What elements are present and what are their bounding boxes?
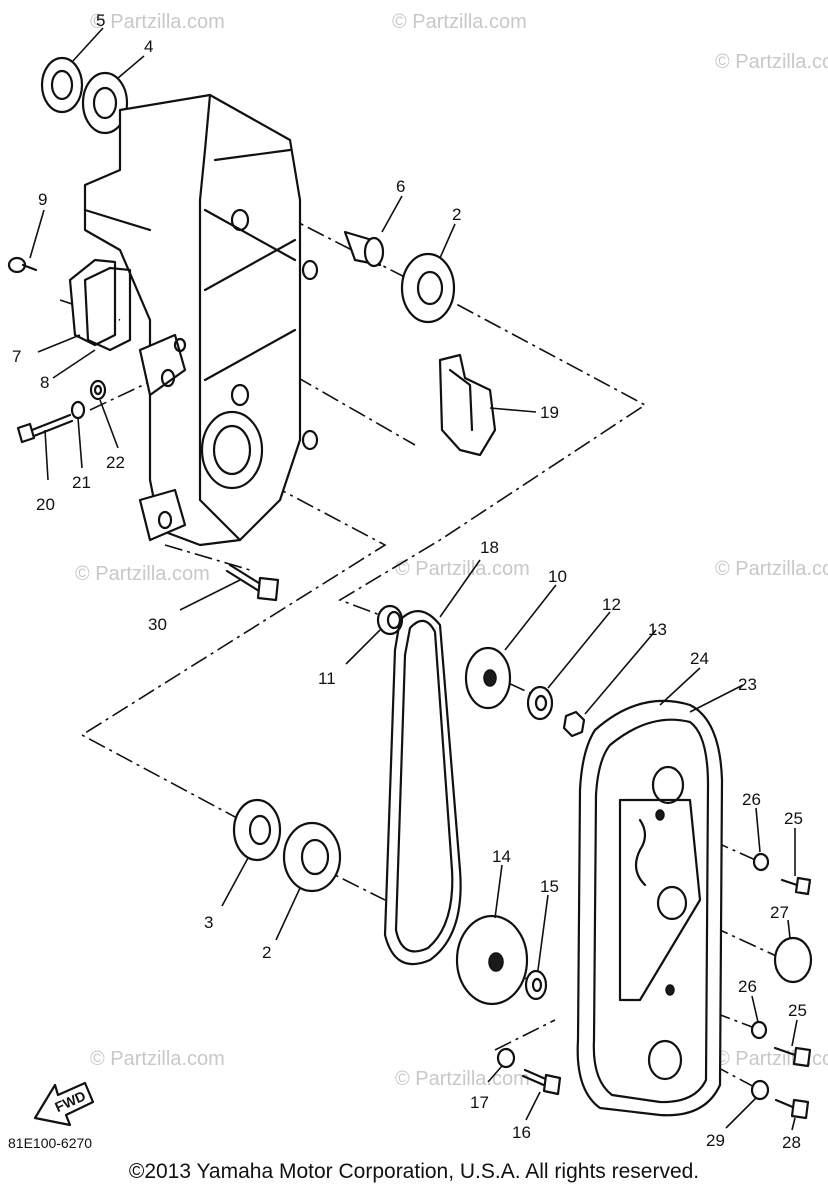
bolt-28 (774, 1098, 810, 1120)
callout-4: 4 (144, 37, 153, 56)
washer-29 (750, 1079, 770, 1101)
callout-12: 12 (602, 595, 621, 614)
callout-29: 29 (706, 1131, 725, 1150)
callout-20: 20 (36, 495, 55, 514)
callout-10: 10 (548, 567, 567, 586)
callout-21: 21 (72, 473, 91, 492)
chain-case-housing (83, 93, 319, 547)
callout-22: 22 (106, 453, 125, 472)
callout-26-bottom: 26 (738, 977, 757, 996)
callout-23: 23 (738, 675, 757, 694)
callout-28: 28 (782, 1133, 801, 1152)
bolt-20 (16, 413, 74, 444)
callout-2-bottom: 2 (262, 943, 271, 962)
cap-27 (773, 936, 813, 984)
sprocket-14 (455, 914, 529, 1006)
callout-3: 3 (204, 913, 213, 932)
callout-27: 27 (770, 903, 789, 922)
bearing-2-top (400, 252, 456, 324)
bolt-16 (521, 1068, 562, 1096)
callout-17: 17 (470, 1093, 489, 1112)
callout-11: 11 (318, 669, 336, 688)
nut-13 (562, 710, 586, 738)
bearing-2-bottom (282, 821, 342, 893)
callout-6: 6 (396, 177, 405, 196)
callout-25-bottom: 25 (788, 1001, 807, 1020)
bolt-25-bottom (773, 1046, 812, 1068)
watermark: © Partzilla.com (395, 558, 530, 580)
collar-6 (343, 230, 385, 268)
copyright-notice: ©2013 Yamaha Motor Corporation, U.S.A. A… (128, 1160, 700, 1183)
callout-25-top: 25 (784, 809, 803, 828)
callout-30: 30 (148, 615, 167, 634)
callout-15: 15 (540, 877, 559, 896)
bearing-5 (40, 56, 84, 114)
watermark: © Partzilla.com (392, 11, 527, 33)
callout-24: 24 (690, 649, 709, 668)
washer-15 (524, 969, 548, 1001)
callout-19: 19 (540, 403, 559, 422)
callout-9: 9 (38, 190, 47, 209)
pad-7-8 (68, 258, 132, 352)
bearing-3 (232, 798, 282, 862)
bolt-25-top (780, 876, 812, 896)
bolt-30 (225, 563, 280, 602)
washer-12 (526, 685, 554, 721)
bearing-4 (81, 71, 129, 135)
leader-lines (29, 27, 798, 1131)
sprocket-10 (464, 646, 512, 710)
cover-23 (576, 699, 724, 1117)
washer-26-bottom (750, 1020, 768, 1040)
watermark: © Partzilla.com (715, 51, 828, 73)
screw-9 (7, 256, 38, 274)
watermark: © Partzilla.com (90, 11, 225, 33)
washer-22 (89, 379, 107, 401)
tensioner-19 (438, 353, 497, 457)
watermark: © Partzilla.com (75, 563, 210, 585)
diagram-code: 81E100-6270 (8, 1135, 92, 1151)
callouts: 5 4 9 6 2 7 8 19 20 21 22 30 18 10 12 13… (12, 11, 807, 1152)
washer-26-top (752, 852, 770, 872)
callout-2-top: 2 (452, 205, 461, 224)
callout-18: 18 (480, 538, 499, 557)
watermark: © Partzilla.com (90, 1048, 225, 1070)
forward-arrow-icon: FWD (33, 1081, 95, 1127)
callout-5: 5 (96, 11, 105, 30)
callout-8: 8 (40, 373, 49, 392)
callout-13: 13 (648, 620, 667, 639)
watermark: © Partzilla.com (395, 1068, 530, 1090)
callout-7: 7 (12, 347, 21, 366)
washer-21 (70, 400, 86, 420)
watermark: © Partzilla.com (715, 558, 828, 580)
callout-26-top: 26 (742, 790, 761, 809)
chain-18 (383, 610, 462, 966)
watermark: © Partzilla.com (715, 1048, 828, 1070)
washer-17 (496, 1047, 516, 1069)
callout-16: 16 (512, 1123, 531, 1142)
callout-14: 14 (492, 847, 511, 866)
spacer-11 (376, 604, 404, 636)
